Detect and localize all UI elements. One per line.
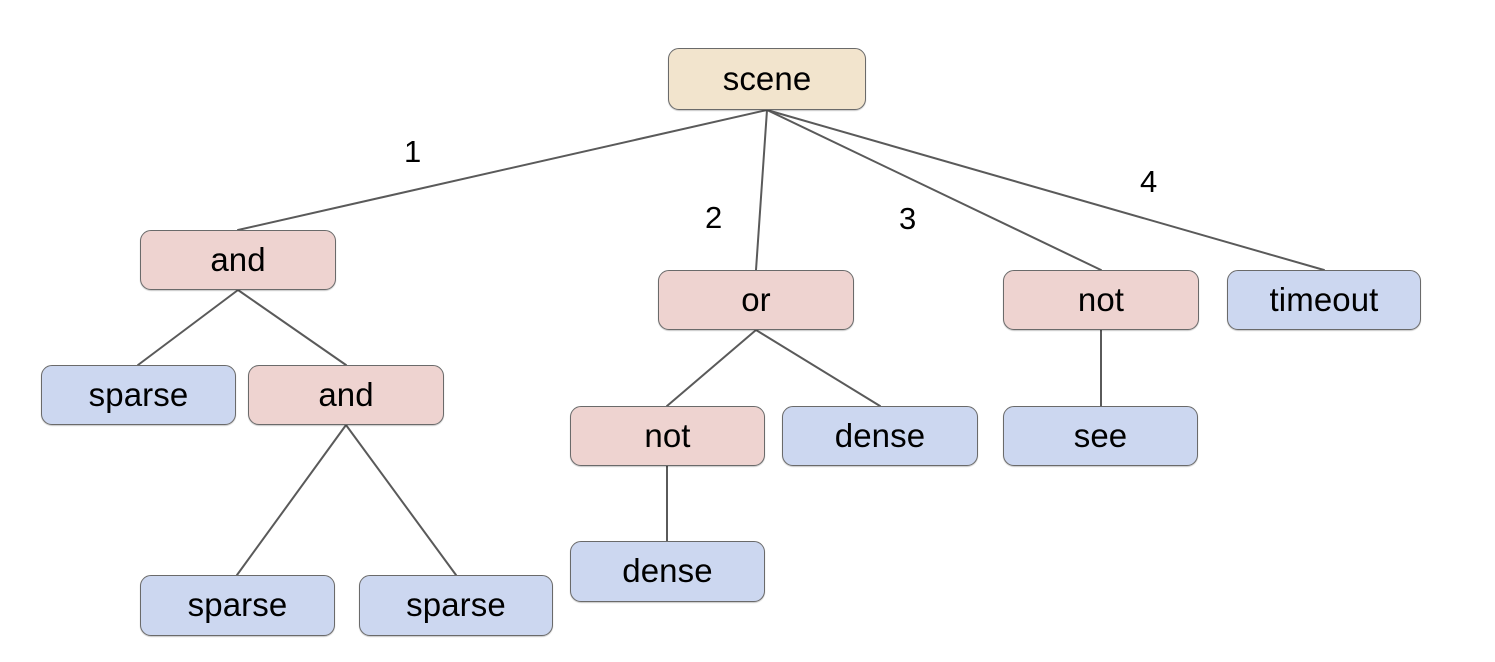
tree-node-label: sparse bbox=[88, 375, 189, 413]
tree-edge bbox=[345, 424, 457, 576]
tree-edge bbox=[755, 109, 768, 271]
tree-node-label: sparse bbox=[406, 586, 506, 623]
tree-node-not[interactable]: not bbox=[570, 406, 765, 466]
tree-node-sparse[interactable]: sparse bbox=[140, 575, 335, 636]
tree-node-and[interactable]: and bbox=[248, 365, 444, 425]
edge-label-3: 3 bbox=[899, 201, 917, 236]
tree-node-or[interactable]: or bbox=[658, 270, 854, 330]
tree-node-label: sparse bbox=[187, 586, 288, 623]
edge-label-2: 2 bbox=[705, 200, 723, 235]
tree-node-see[interactable]: see bbox=[1003, 406, 1198, 466]
tree-edge bbox=[236, 424, 347, 576]
tree-edge bbox=[766, 109, 1325, 271]
tree-node-label: or bbox=[741, 280, 771, 318]
tree-node-label: see bbox=[1073, 416, 1128, 454]
tree-edge bbox=[755, 329, 881, 407]
tree-node-sparse[interactable]: sparse bbox=[41, 365, 236, 425]
tree-node-label: scene bbox=[722, 59, 812, 97]
tree-edge bbox=[237, 289, 347, 366]
tree-node-dense[interactable]: dense bbox=[782, 406, 978, 466]
tree-node-not[interactable]: not bbox=[1003, 270, 1199, 330]
tree-node-dense[interactable]: dense bbox=[570, 541, 765, 602]
tree-node-label: timeout bbox=[1269, 280, 1379, 318]
tree-node-label: and bbox=[318, 375, 374, 413]
tree-edge bbox=[137, 289, 239, 366]
tree-node-label: not bbox=[644, 416, 691, 454]
tree-edge bbox=[237, 109, 768, 231]
tree-node-label: dense bbox=[622, 552, 713, 589]
tree-edge bbox=[666, 329, 757, 407]
tree-edge bbox=[766, 109, 1102, 271]
tree-node-label: dense bbox=[834, 416, 926, 454]
edge-label-4: 4 bbox=[1140, 164, 1158, 199]
tree-node-sparse[interactable]: sparse bbox=[359, 575, 553, 636]
tree-node-label: not bbox=[1077, 280, 1125, 318]
tree-node-timeout[interactable]: timeout bbox=[1227, 270, 1421, 330]
tree-node-scene[interactable]: scene bbox=[668, 48, 866, 110]
edge-label-1: 1 bbox=[404, 134, 422, 169]
tree-node-and[interactable]: and bbox=[140, 230, 336, 290]
tree-node-label: and bbox=[210, 240, 266, 278]
